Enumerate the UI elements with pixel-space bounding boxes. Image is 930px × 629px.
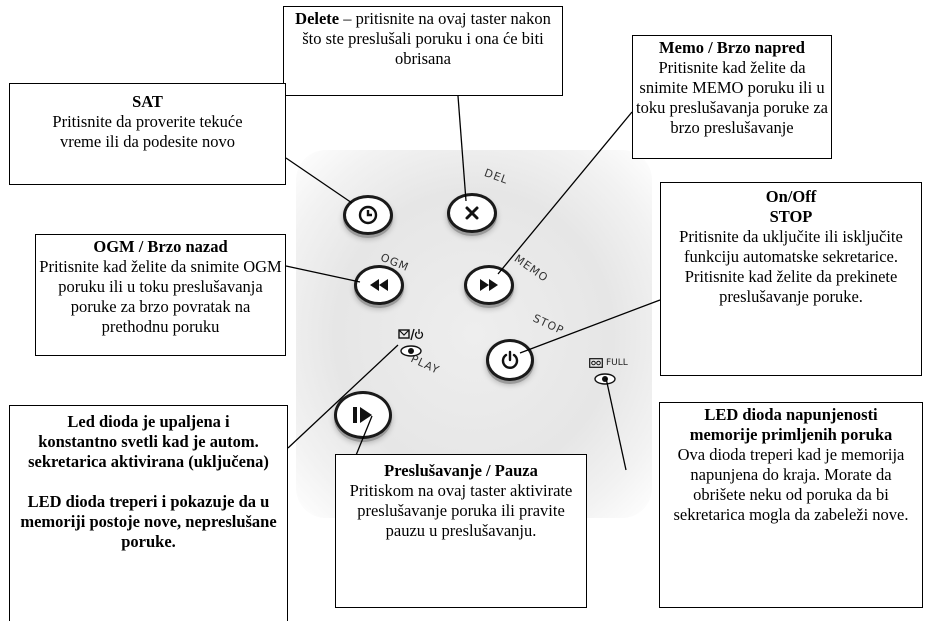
callout-text: – pritisnite na ovaj taster nakon što st… — [302, 9, 551, 68]
leader-full — [605, 377, 627, 471]
callout-title: Preslušavanje / Pauza — [384, 461, 538, 480]
power-icon — [501, 350, 519, 369]
play-pause-button[interactable] — [334, 391, 392, 439]
play-pause-icon — [353, 407, 372, 423]
callout-text: Pritiskom na ovaj taster aktivirate pres… — [349, 481, 573, 540]
callout-title: STOP — [769, 207, 813, 226]
callout-text: LED dioda treperi i pokazuje da u memori… — [20, 492, 277, 551]
callout-memo: Memo / Brzo napred Pritisnite kad želite… — [632, 35, 832, 159]
leader-ogm — [285, 265, 361, 283]
callout-onoff: On/Off STOP Pritisnite da uključite ili … — [660, 182, 922, 376]
callout-title: OGM / Brzo nazad — [93, 237, 228, 256]
callout-text: Led dioda je upaljena i konstantno svetl… — [28, 412, 269, 471]
callout-title: LED dioda napunjenosti memorije primljen… — [689, 405, 893, 444]
callout-text: Pritisnite da proverite tekuće vreme ili… — [52, 112, 243, 151]
fast-forward-button[interactable] — [464, 265, 514, 305]
tape-icon — [589, 358, 603, 368]
clock-button[interactable] — [343, 195, 393, 235]
rewind-icon — [370, 279, 388, 291]
callout-text: Ova dioda treperi kad je memorija napunj… — [673, 445, 909, 524]
clock-icon — [358, 205, 378, 225]
callout-text: Pritisnite da uključite ili isključite f… — [679, 227, 903, 266]
led-icon — [400, 345, 422, 357]
callout-play: Preslušavanje / Pauza Pritiskom na ovaj … — [335, 454, 587, 608]
callout-text: Pritisnite kad želite da snimite MEMO po… — [636, 58, 828, 137]
full-label: FULL — [606, 358, 628, 368]
fast-forward-icon — [480, 279, 498, 291]
leader-memo — [497, 111, 633, 275]
callout-text: Pritisnite kad želite da prekinete presl… — [684, 267, 898, 306]
leader-sat — [285, 157, 353, 204]
led-icon — [594, 373, 616, 385]
callout-text: Pritisnite kad želite da snimite OGM por… — [39, 257, 282, 336]
message-power-led — [398, 328, 424, 358]
rewind-button[interactable] — [354, 265, 404, 305]
callout-title: SAT — [132, 92, 163, 111]
callout-title: Delete — [295, 9, 340, 28]
callout-sat: SAT Pritisnite da proverite tekuće vreme… — [9, 83, 286, 185]
callout-title: Memo / Brzo napred — [659, 38, 805, 57]
leader-led — [287, 344, 399, 449]
stop-button[interactable] — [486, 339, 534, 381]
memory-full-led: FULL — [589, 358, 631, 390]
leader-delete — [457, 95, 467, 202]
delete-button[interactable] — [447, 193, 497, 233]
close-icon — [465, 206, 479, 220]
envelope-power-icon — [398, 328, 424, 341]
leader-onoff — [519, 299, 661, 354]
callout-full: LED dioda napunjenosti memorije primljen… — [659, 402, 923, 608]
callout-ogm: OGM / Brzo nazad Pritisnite kad želite d… — [35, 234, 286, 356]
callout-led: Led dioda je upaljena i konstantno svetl… — [9, 405, 288, 621]
callout-title: On/Off — [765, 187, 817, 206]
callout-delete: Delete – pritisnite na ovaj taster nakon… — [283, 6, 563, 96]
